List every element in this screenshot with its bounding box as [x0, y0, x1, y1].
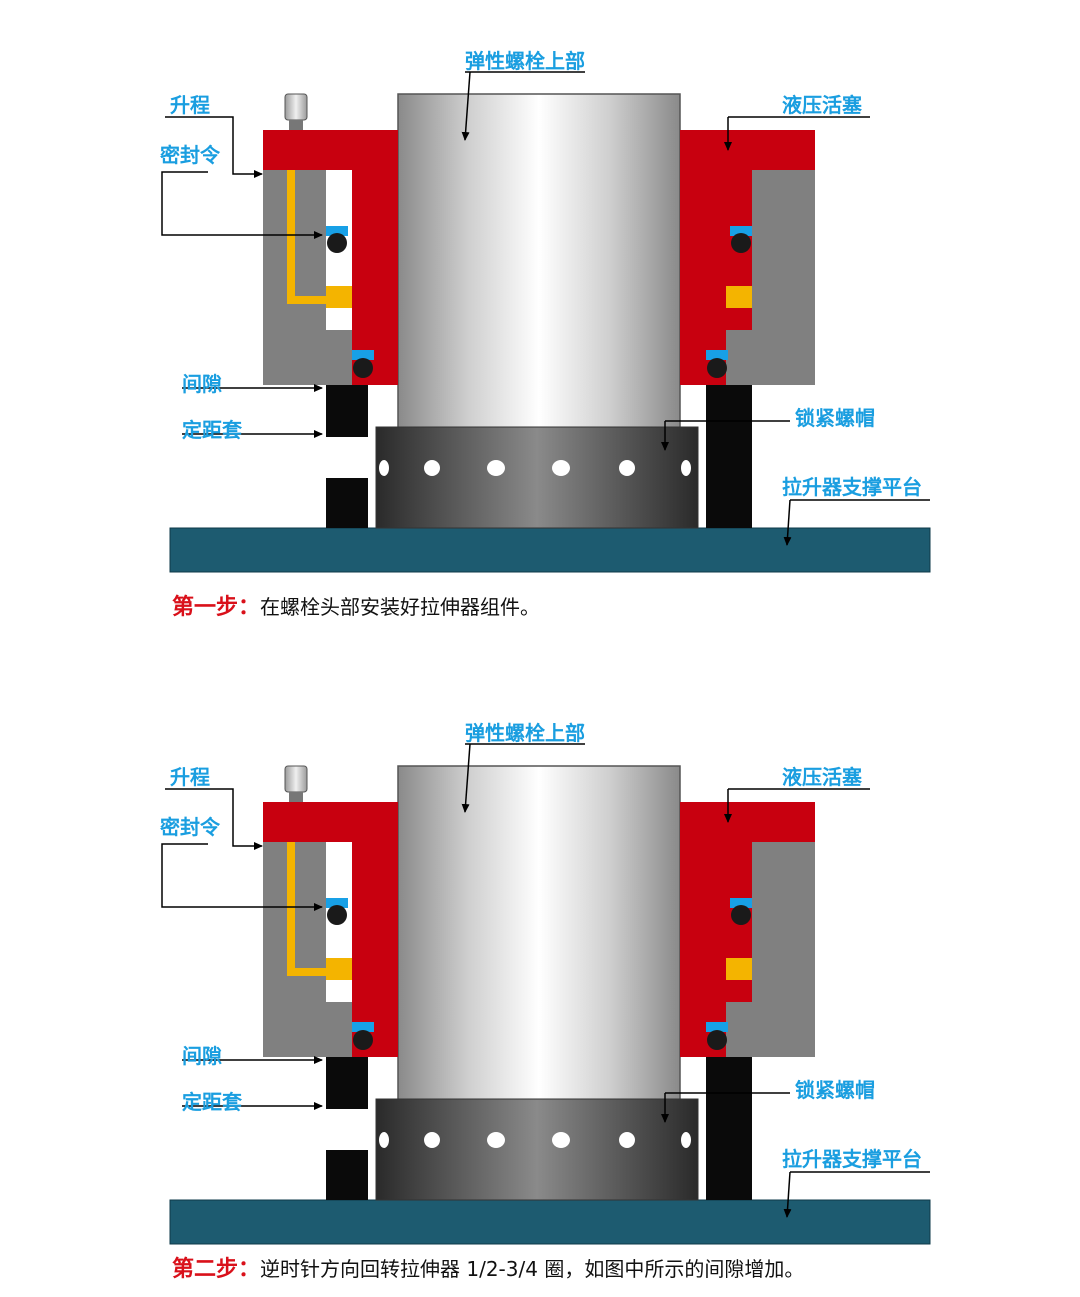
caption-step-1-key: 第一步： [172, 594, 260, 620]
label-lock-nut: 锁紧螺帽 [795, 1078, 875, 1102]
label-spacer: 定距套 [182, 418, 242, 442]
label-seal: 密封令 [160, 815, 221, 839]
caption-step-2: 第二步：逆时针方向回转拉伸器 1/2-3/4 圈，如图中所示的间隙增加。 [172, 1256, 804, 1282]
label-support-platform: 拉升器支撑平台 [782, 1147, 922, 1171]
panel-step-1: 弹性螺栓上部 升程 密封令 液压活塞 间隙 定距套 锁紧螺帽 拉升器支撑平台 第… [160, 49, 930, 620]
label-bolt-top: 弹性螺栓上部 [465, 49, 585, 73]
label-gap: 间隙 [182, 372, 222, 396]
panel-step-2: 弹性螺栓上部 升程 密封令 液压活塞 间隙 定距套 锁紧螺帽 拉升器支撑平台 第… [160, 721, 930, 1282]
caption-step-2-key: 第二步： [172, 1256, 260, 1282]
label-hydraulic-piston: 液压活塞 [782, 93, 863, 117]
label-gap: 间隙 [182, 1044, 222, 1068]
label-stroke: 升程 [170, 765, 210, 789]
label-support-platform: 拉升器支撑平台 [782, 475, 922, 499]
label-lock-nut: 锁紧螺帽 [795, 406, 875, 430]
label-spacer: 定距套 [182, 1090, 242, 1114]
label-stroke: 升程 [170, 93, 210, 117]
caption-step-2-text: 逆时针方向回转拉伸器 1/2-3/4 圈，如图中所示的间隙增加。 [260, 1257, 804, 1281]
label-hydraulic-piston: 液压活塞 [782, 765, 863, 789]
caption-step-1: 第一步：在螺栓头部安装好拉伸器组件。 [172, 594, 540, 620]
label-seal: 密封令 [160, 143, 221, 167]
label-bolt-top: 弹性螺栓上部 [465, 721, 585, 745]
caption-step-1-text: 在螺栓头部安装好拉伸器组件。 [260, 595, 540, 619]
